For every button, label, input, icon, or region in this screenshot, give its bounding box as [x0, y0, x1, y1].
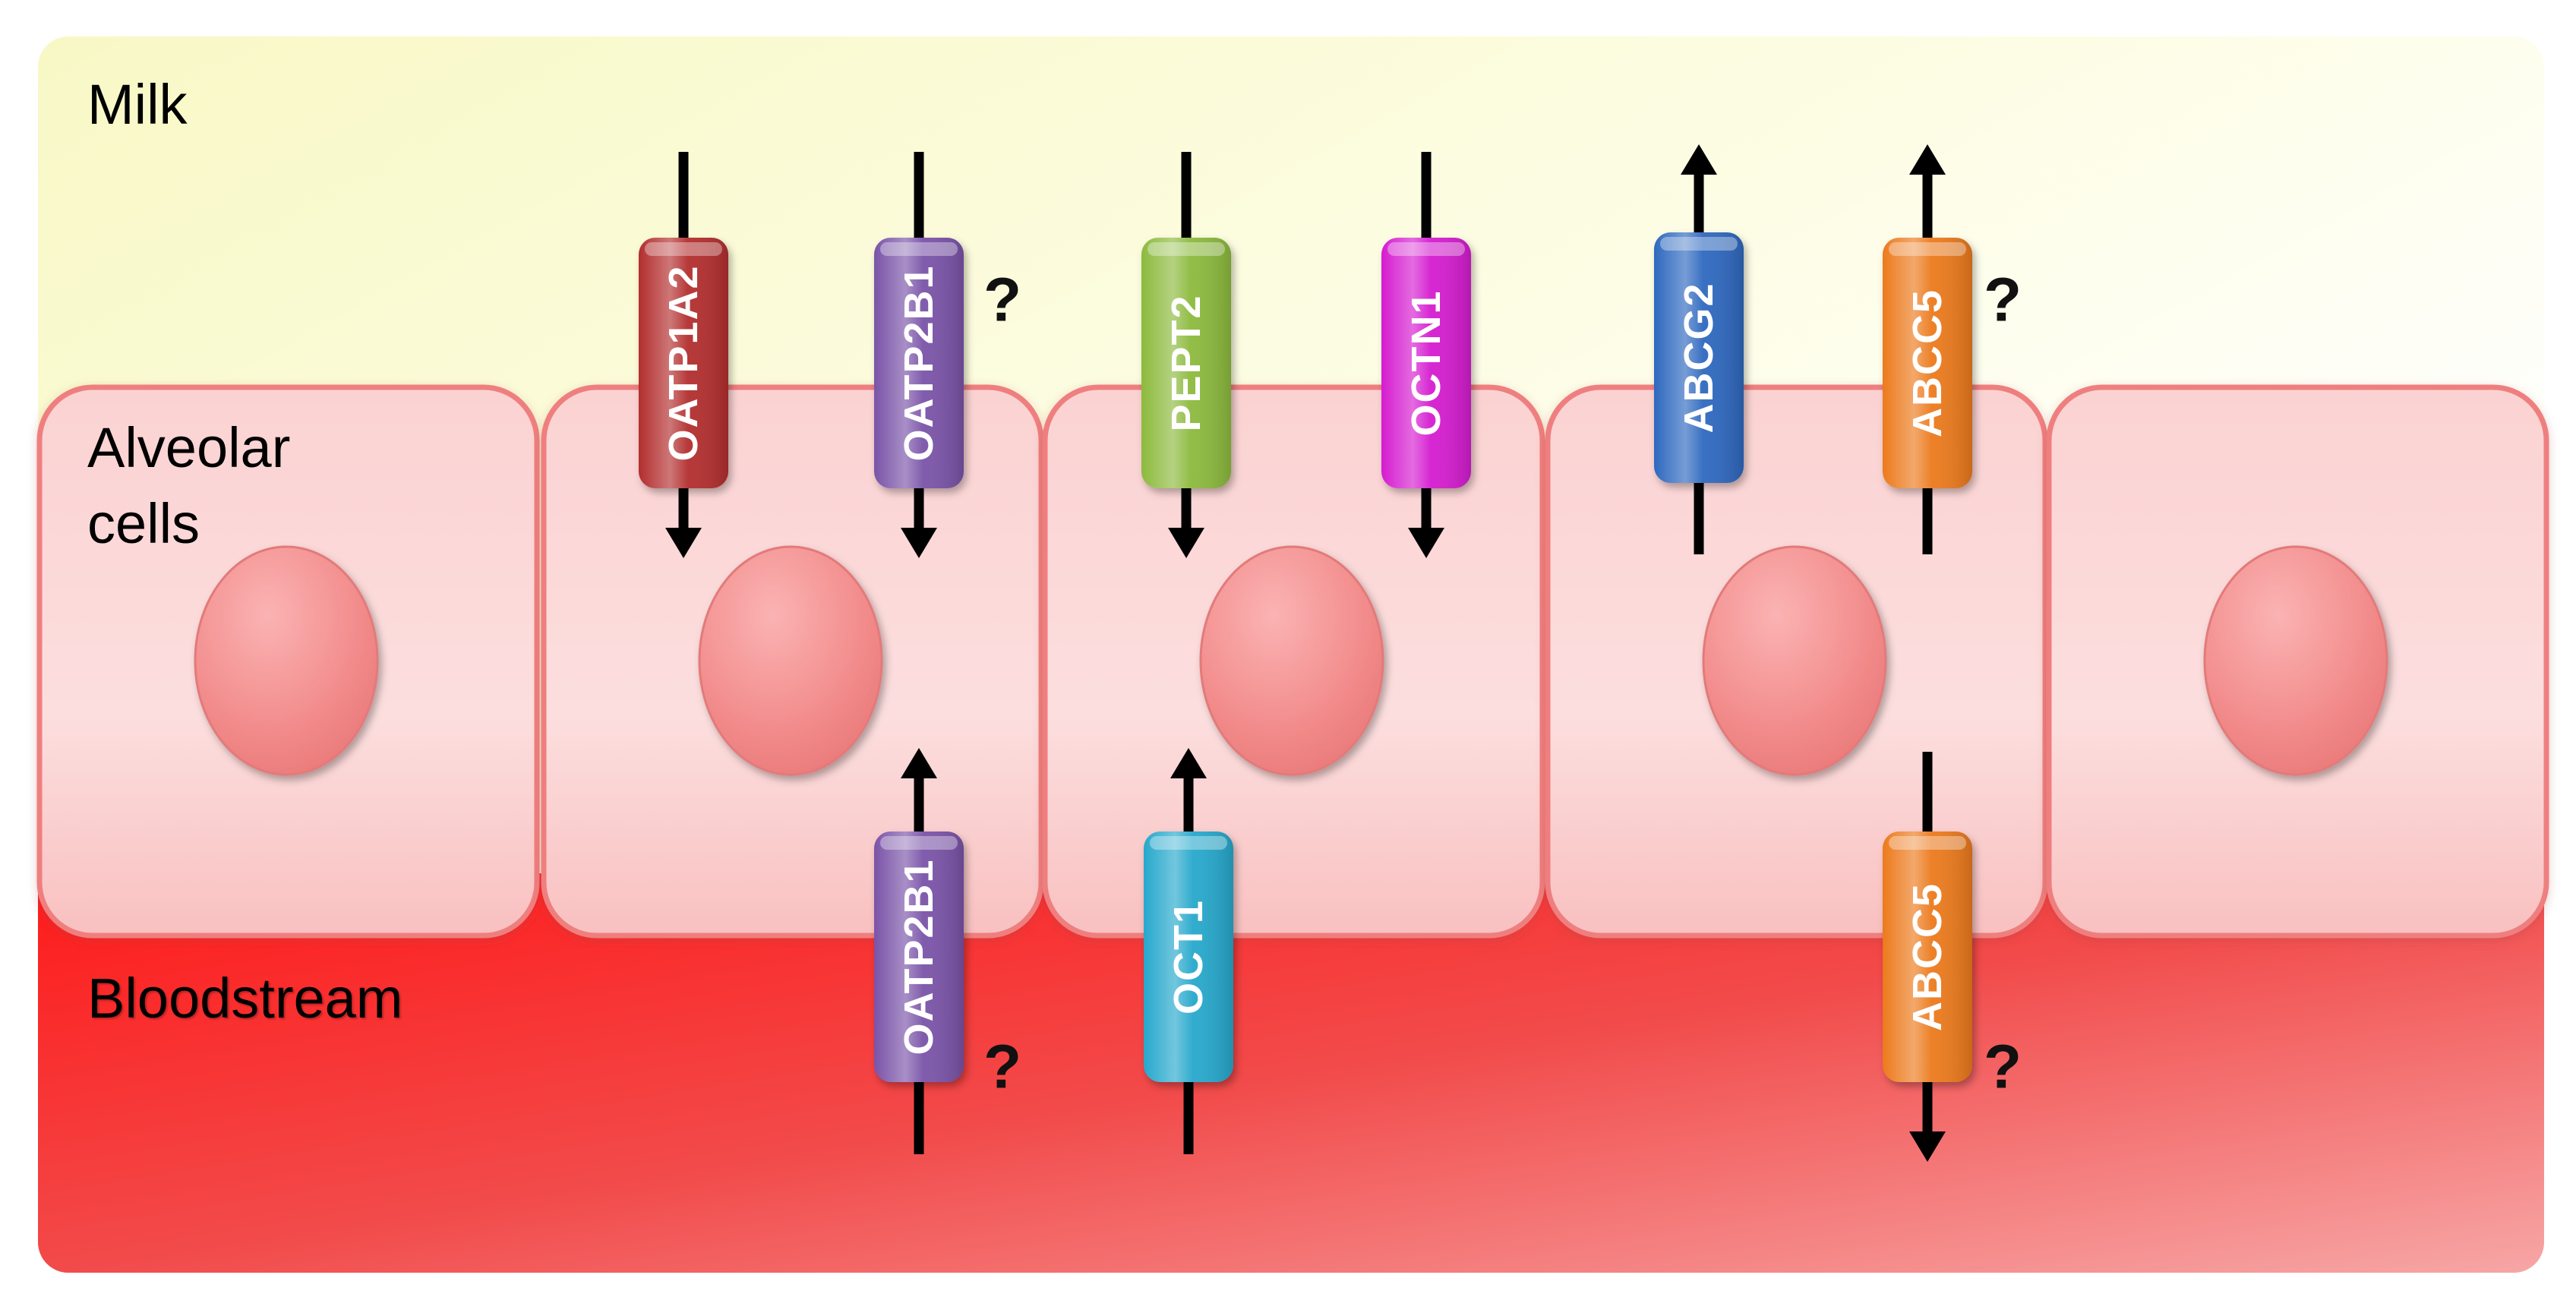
transporter-oatp2b1-apical: OATP2B1?: [874, 152, 1021, 558]
uncertain-question-mark: ?: [983, 266, 1021, 335]
pill-gloss: [874, 832, 964, 1082]
transporter-oatp2b1-basal: OATP2B1?: [874, 748, 1021, 1154]
alveolar-cell: [541, 384, 1044, 939]
milk-label: Milk: [87, 73, 188, 136]
pill-highlight: [1660, 237, 1738, 251]
alveolar-cell: [1545, 384, 2048, 939]
arrow-up-icon: [1909, 144, 1946, 175]
bloodstream-label: Bloodstream: [87, 967, 403, 1030]
alveolar-cell: [36, 384, 540, 939]
bloodstream-region: [38, 873, 2544, 1273]
transporter-label: OCTN1: [1403, 289, 1449, 436]
transporter-oatp1a2: OATP1A2: [639, 152, 728, 558]
pill-highlight: [1889, 836, 1966, 850]
cell-nucleus: [194, 545, 379, 776]
alveolar-cells-label: Alveolar cells: [87, 410, 290, 562]
alveolar-label-line1: Alveolar: [87, 416, 291, 479]
cell-nucleus: [1199, 545, 1384, 776]
transporter-label: OATP2B1: [896, 858, 942, 1055]
pill-gloss: [1144, 832, 1233, 1082]
arrow-up-icon: [1681, 144, 1717, 175]
transporter-label: ABCC5: [1905, 289, 1950, 437]
transporter-label: PEPT2: [1163, 294, 1209, 431]
arrow-down-icon: [1168, 528, 1204, 558]
cell-nucleus: [1702, 545, 1887, 776]
alveolar-cell: [2046, 384, 2549, 939]
transporter-label: OATP2B1: [896, 264, 942, 461]
pill-gloss: [1141, 238, 1231, 488]
uncertain-question-mark: ?: [1984, 1033, 2022, 1102]
pill-highlight: [1889, 242, 1966, 256]
cell-nucleus: [2203, 545, 2388, 776]
pill-highlight: [1150, 836, 1227, 850]
transporter-abcc5-basal: ABCC5?: [1883, 752, 2022, 1162]
transporter-label: ABCC5: [1905, 882, 1950, 1031]
pill-gloss: [874, 238, 964, 488]
pill-gloss: [1883, 832, 1972, 1082]
transporter-label: ABCG2: [1676, 282, 1722, 433]
pill-gloss: [1883, 238, 1972, 488]
pill-highlight: [1387, 242, 1465, 256]
pill-gloss: [1654, 232, 1744, 483]
arrow-down-icon: [901, 528, 937, 558]
uncertain-question-mark: ?: [983, 1033, 1021, 1102]
transporter-label: OATP1A2: [661, 264, 706, 461]
transporter-octn1: OCTN1: [1381, 152, 1471, 558]
transporter-oct1: OCT1: [1144, 748, 1233, 1154]
arrow-down-icon: [1909, 1131, 1946, 1162]
pill-gloss: [639, 238, 728, 488]
alveolar-cell-layer: [36, 384, 2549, 939]
arrow-down-icon: [665, 528, 702, 558]
pill-highlight: [1148, 242, 1225, 256]
pill-gloss: [1381, 238, 1471, 488]
transporter-abcc5-apical: ABCC5?: [1883, 144, 2022, 554]
pill-highlight: [645, 242, 722, 256]
arrow-up-icon: [901, 748, 937, 778]
alveolar-label-line2: cells: [87, 492, 200, 555]
arrow-up-icon: [1170, 748, 1207, 778]
pill-highlight: [880, 836, 958, 850]
arrow-down-icon: [1408, 528, 1444, 558]
transporter-pept2: PEPT2: [1141, 152, 1231, 558]
uncertain-question-mark: ?: [1984, 266, 2022, 335]
alveolar-cell: [1042, 384, 1545, 939]
transporter-label: OCT1: [1166, 899, 1211, 1015]
pill-highlight: [880, 242, 958, 256]
cell-nucleus: [698, 545, 883, 776]
transporter-abcg2: ABCG2: [1654, 144, 1744, 554]
